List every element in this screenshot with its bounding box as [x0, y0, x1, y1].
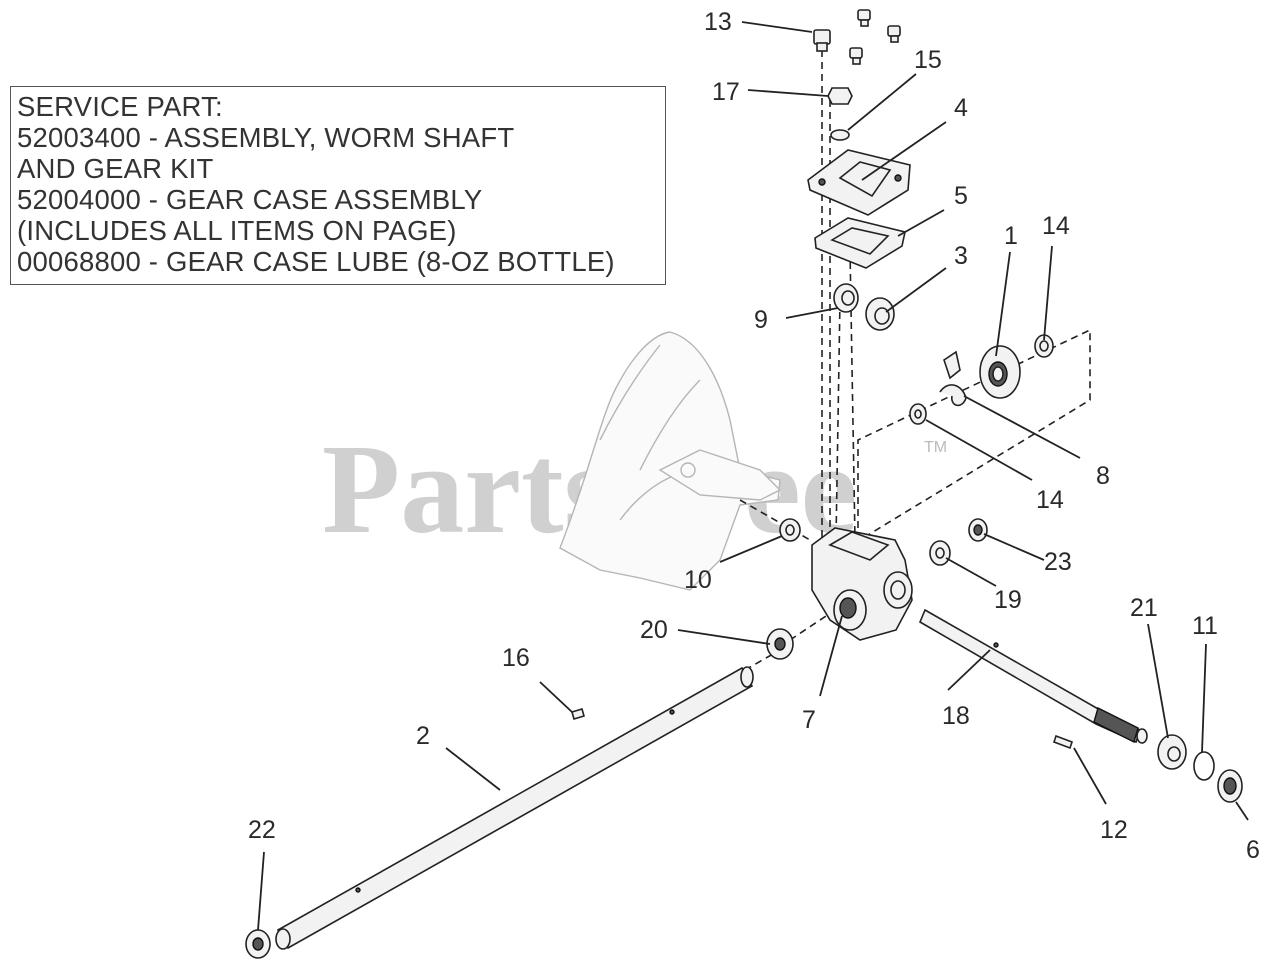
service-part-line: AND GEAR KIT [17, 153, 214, 184]
callout-15: 15 [914, 46, 942, 74]
callout-9: 9 [754, 306, 768, 334]
gear-1 [979, 345, 1021, 399]
bolt-small-a [857, 9, 871, 27]
service-part-line: 52004000 - GEAR CASE ASSEMBLY [17, 184, 483, 215]
bearing-23 [968, 518, 988, 542]
callout-labels: 13 15 17 4 5 3 9 1 14 8 14 10 23 19 20 7… [248, 8, 1260, 864]
key-12 [1052, 734, 1074, 750]
bearing-3 [865, 297, 895, 331]
callout-3: 3 [954, 242, 968, 270]
callout-14-mid: 14 [1036, 486, 1064, 514]
service-part-line: (INCLUDES ALL ITEMS ON PAGE) [17, 215, 457, 246]
nut-17 [827, 87, 853, 105]
bearing-22 [245, 929, 271, 959]
callout-11: 11 [1192, 612, 1218, 640]
service-part-heading: SERVICE PART: [17, 91, 223, 122]
service-part-line: 52003400 - ASSEMBLY, WORM SHAFT [17, 122, 515, 153]
clip-8 [939, 350, 967, 407]
callout-23: 23 [1044, 548, 1072, 576]
callout-5: 5 [954, 182, 968, 210]
bolt-small-b [887, 25, 901, 43]
bearing-20 [766, 628, 794, 660]
watermark-tm: TM [924, 439, 947, 456]
washer-15 [830, 129, 850, 141]
callout-17: 17 [712, 78, 740, 106]
washer-14-right [1034, 334, 1054, 358]
bolt-small-c [849, 47, 863, 65]
bolt-13 [813, 29, 831, 52]
callout-6: 6 [1246, 836, 1260, 864]
callout-19: 19 [994, 586, 1022, 614]
callout-1: 1 [1004, 222, 1018, 250]
leader-lines [257, 21, 1249, 931]
shear-pin-16 [571, 708, 585, 720]
callout-20: 20 [640, 616, 668, 644]
washer-19 [929, 540, 951, 566]
gear-6 [1217, 769, 1243, 803]
callout-2: 2 [416, 722, 430, 750]
gear-case-7 [811, 527, 913, 641]
callout-8: 8 [1096, 462, 1110, 490]
callout-12: 12 [1100, 816, 1128, 844]
auger-shaft-2 [275, 666, 754, 950]
callout-13: 13 [704, 8, 732, 36]
worm-shaft-18 [918, 608, 1148, 744]
callout-14-top: 14 [1042, 212, 1070, 240]
callout-4: 4 [954, 94, 968, 122]
callout-18: 18 [942, 702, 970, 730]
gear-case-cover-4 [807, 149, 911, 216]
callout-21: 21 [1130, 594, 1158, 622]
callout-16: 16 [502, 644, 530, 672]
service-part-note: SERVICE PART: 52003400 - ASSEMBLY, WORM … [10, 86, 666, 285]
washer-10 [779, 518, 801, 542]
snap-ring-11 [1193, 751, 1215, 781]
service-part-line: 00068800 - GEAR CASE LUBE (8-OZ BOTTLE) [17, 246, 615, 277]
gasket-5 [814, 217, 906, 269]
callout-22: 22 [248, 816, 276, 844]
washer-14-left [909, 403, 927, 425]
bearing-9 [833, 283, 859, 313]
callout-7: 7 [802, 706, 816, 734]
auger-housing-ghost [559, 331, 782, 591]
bearing-21 [1157, 734, 1187, 770]
callout-10: 10 [684, 566, 712, 594]
